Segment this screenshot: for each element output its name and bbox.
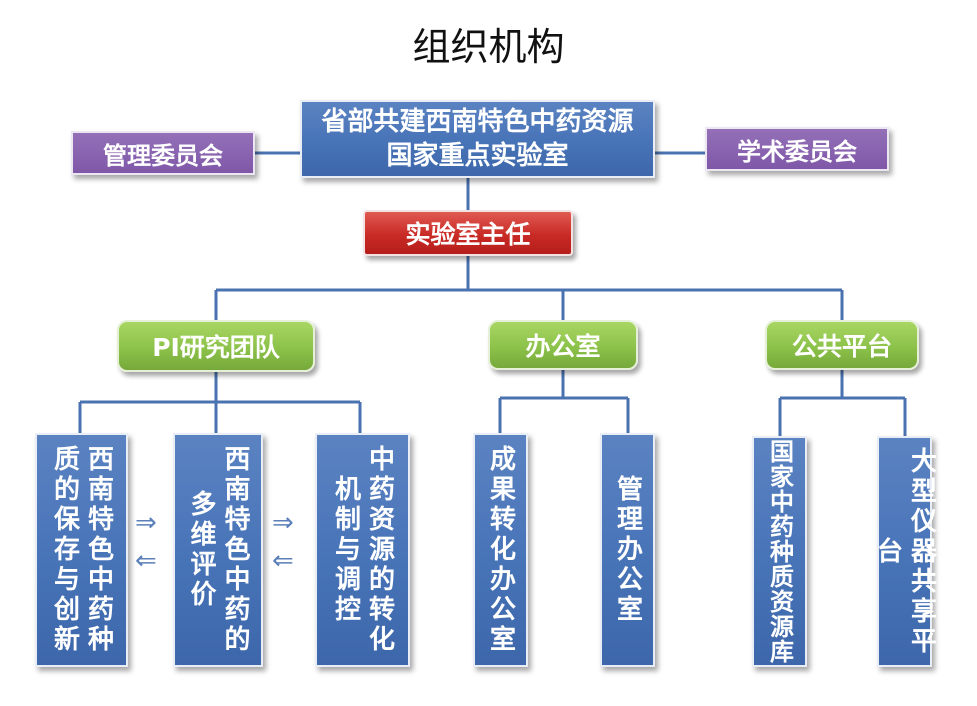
office-child-management-box: 管理办公室 (600, 433, 655, 667)
office-child-transfer-box: 成果转化办公室 (473, 433, 528, 667)
platform-child-germplasm-bank-box: 国家中药种质资源库 (752, 436, 807, 667)
office-box: 办公室 (488, 320, 638, 370)
public-platform-label: 公共平台 (791, 332, 892, 361)
management-committee-box: 管理委员会 (71, 131, 255, 175)
page-title: 组织机构 (412, 25, 565, 69)
arrow-right-icon: ⇒ (135, 508, 157, 538)
management-committee-label: 管理委员会 (103, 141, 223, 170)
pi-team-box: PI研究团队 (117, 320, 315, 372)
director-box: 实验室主任 (363, 210, 573, 256)
academic-committee-label: 学术委员会 (737, 137, 857, 166)
public-platform-box: 公共平台 (765, 320, 919, 370)
platform-child-germplasm-bank-label: 国家中药种质资源库 (765, 439, 794, 664)
arrow-left-icon: ⇐ (135, 546, 157, 576)
office-label: 办公室 (525, 332, 601, 361)
arrow-left-icon: ⇐ (272, 546, 294, 576)
lab-box: 省部共建西南特色中药资源国家重点实验室 (300, 100, 655, 178)
office-child-management-label: 管理办公室 (612, 475, 643, 625)
pi-team-label: PI研究团队 (152, 333, 280, 362)
director-label: 实验室主任 (405, 220, 531, 249)
lab-label: 省部共建西南特色中药资源国家重点实验室 (321, 107, 634, 171)
platform-child-instrument-box: 大型仪器共享平台 (873, 436, 937, 667)
platform-child-instrument-label: 大型仪器共享平台 (872, 446, 937, 657)
academic-committee-box: 学术委员会 (705, 127, 889, 171)
arrow-right-icon: ⇒ (272, 508, 294, 538)
pi-child-germplasm-box: 西南特色中药种质的保存与创新 (35, 433, 128, 667)
pi-child-germplasm-label: 西南特色中药种质的保存与创新 (49, 445, 114, 655)
pi-child-transformation-label: 中药资源的转化机制与调控 (330, 445, 395, 655)
pi-child-transformation-box: 中药资源的转化机制与调控 (315, 433, 410, 667)
office-child-transfer-label: 成果转化办公室 (485, 445, 516, 655)
pi-child-evaluation-label: 西南特色中药的多维评价 (186, 445, 250, 655)
pi-child-evaluation-box: 西南特色中药的多维评价 (173, 433, 263, 667)
